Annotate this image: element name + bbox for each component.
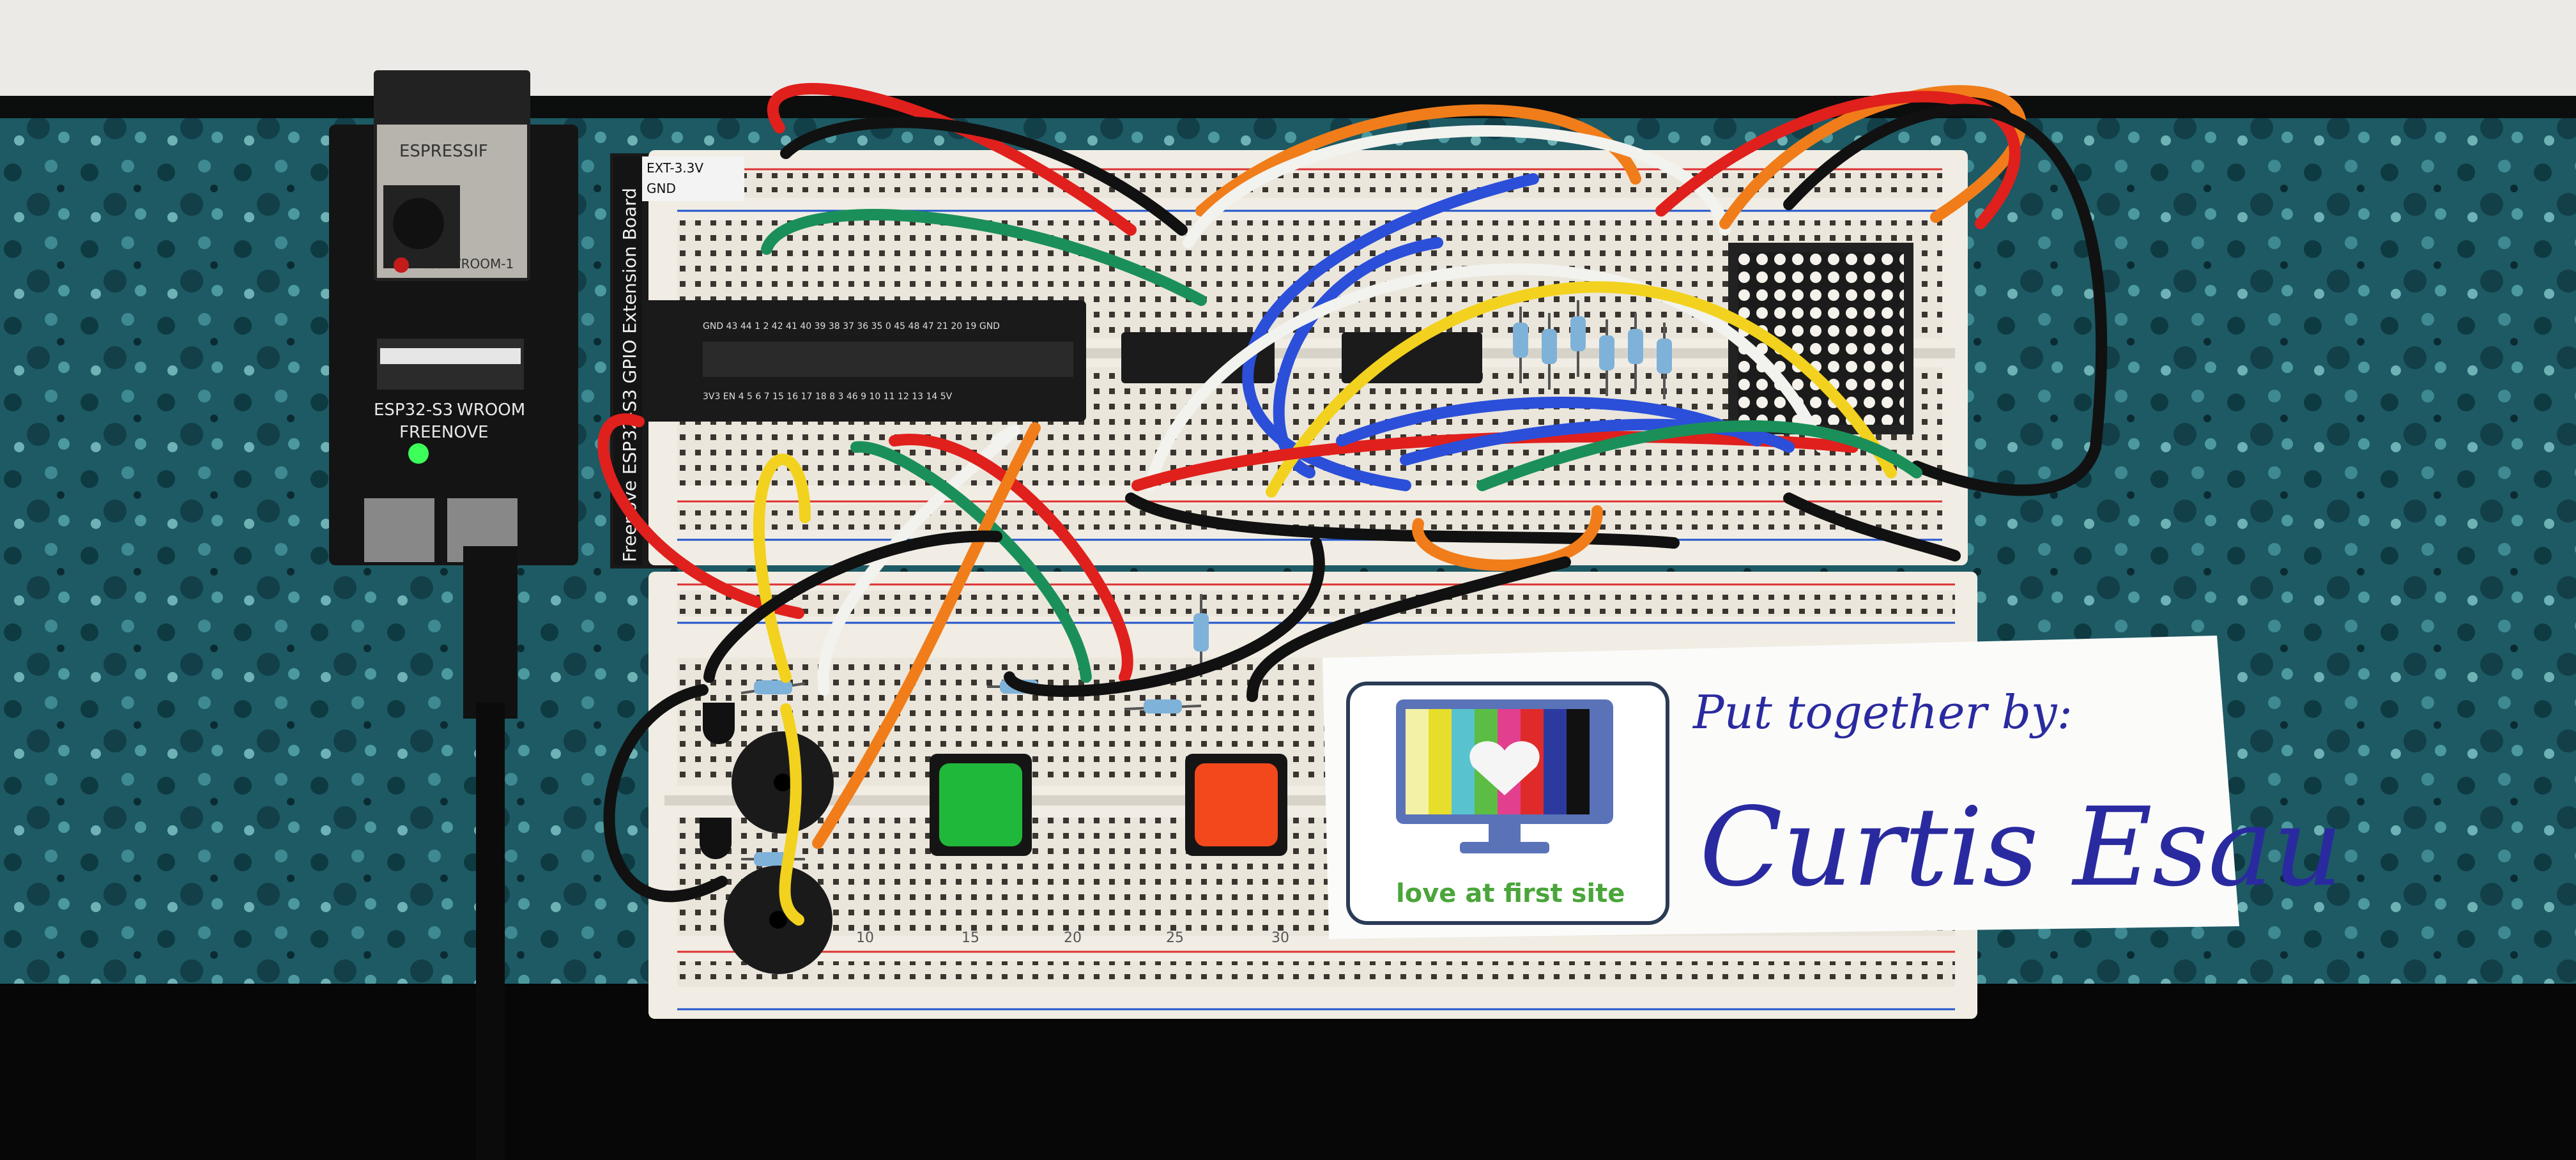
header-left-pins: 3V3 EN 4 5 6 7 15 16 17 18 8 3 46 9 10 1… xyxy=(703,392,953,402)
col-label: 10 xyxy=(856,930,874,946)
transistor xyxy=(700,818,732,859)
col-label: 30 xyxy=(1271,930,1289,946)
gpio-header: GND 43 44 1 2 42 41 40 39 38 37 36 35 0 … xyxy=(639,300,1086,422)
power-labels: EXT-3.3V GND xyxy=(642,156,744,201)
board-maker: FREENOVE xyxy=(399,423,489,442)
tv-logo xyxy=(1396,699,1613,853)
col-label: 25 xyxy=(1166,930,1184,946)
board-model: ESP32-S3 xyxy=(374,401,453,420)
power-led xyxy=(408,443,429,464)
red-push-button xyxy=(1185,754,1287,856)
col-label: 20 xyxy=(1064,930,1082,946)
column-labels: 10 15 20 25 30 xyxy=(856,930,1289,946)
led-matrix xyxy=(1728,243,1913,434)
resistor-bodies xyxy=(754,316,1672,866)
header-right-pins: GND 43 44 1 2 42 41 40 39 38 37 36 35 0 … xyxy=(703,321,1000,332)
ext-33v-label: EXT-3.3V xyxy=(647,160,703,176)
label-card: love at first site Put together by: Curt… xyxy=(1322,636,2343,939)
usb-cable xyxy=(476,703,505,1160)
logo-tagline: love at first site xyxy=(1396,879,1625,908)
builder-name: Curtis Esau xyxy=(1699,784,2343,911)
transistor xyxy=(703,703,735,744)
esp32-board: ESPRESSIF ESP32-S3-WROOM-1 ESP32-S3 WROO… xyxy=(329,70,578,1160)
shift-register-ic xyxy=(1121,332,1275,383)
lower-breadboard xyxy=(648,572,1977,1019)
heart-icon xyxy=(1469,741,1540,795)
jumper-wires xyxy=(597,83,2108,926)
board-variant: WROOM xyxy=(457,401,525,420)
green-push-button xyxy=(930,754,1032,856)
col-label: 15 xyxy=(962,930,979,946)
chip-brand: ESPRESSIF xyxy=(399,142,488,161)
gnd-label: GND xyxy=(647,181,676,196)
label-heading: Put together by: xyxy=(1692,685,2073,739)
